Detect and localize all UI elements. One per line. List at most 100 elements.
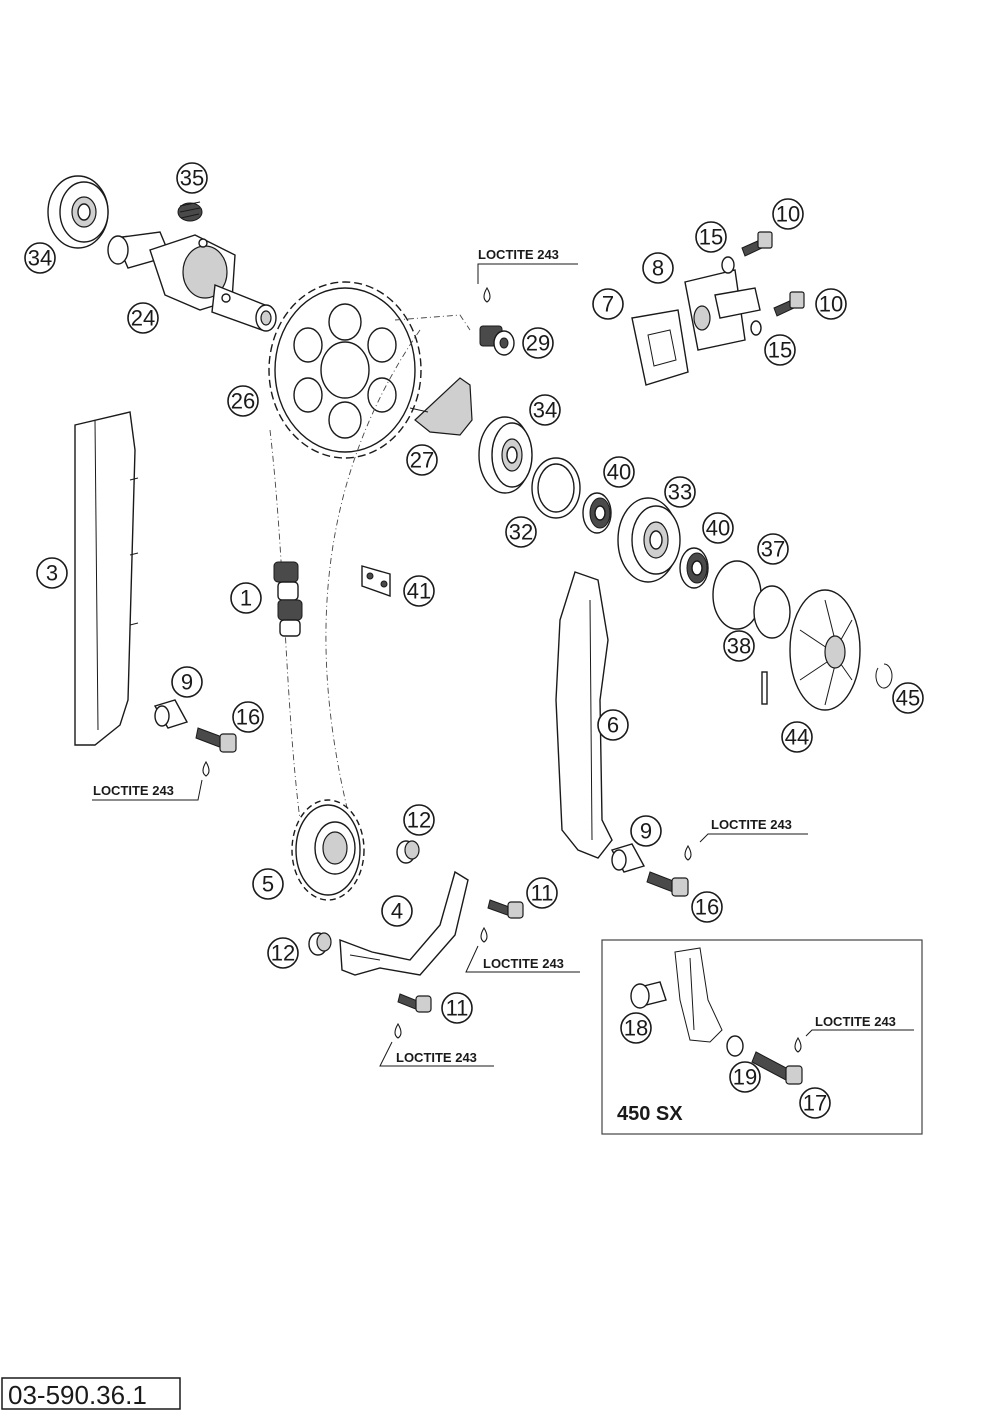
callout-35: 35 (176, 162, 208, 194)
loctite-label-2: LOCTITE 243 (93, 783, 174, 798)
callout-7: 7 (592, 288, 624, 320)
svg-text:32: 32 (509, 520, 533, 545)
callout-8: 8 (642, 252, 674, 284)
svg-text:12: 12 (407, 808, 431, 833)
screw-11-lower (397, 993, 432, 1013)
svg-text:24: 24 (131, 306, 155, 331)
pin-44 (761, 671, 768, 705)
crankshaft-sprocket-5 (291, 799, 365, 901)
chain-lock-41 (361, 565, 391, 597)
document-number-box (1, 1377, 181, 1410)
svg-text:1: 1 (240, 586, 252, 611)
svg-text:29: 29 (526, 331, 550, 356)
variant-rail-outline (674, 947, 723, 1043)
callout-26: 26 (227, 385, 259, 417)
callout-32: 32 (505, 516, 537, 548)
svg-text:12: 12 (271, 941, 295, 966)
screw-10-top (741, 231, 773, 257)
svg-text:26: 26 (231, 389, 255, 414)
callout-18: 18 (620, 1012, 652, 1044)
bearing-34-middle (478, 416, 533, 494)
svg-text:44: 44 (785, 725, 809, 750)
svg-text:7: 7 (602, 292, 614, 317)
callout-33: 33 (664, 476, 696, 508)
callout-38: 38 (723, 630, 755, 662)
timing-chain-path-right (325, 329, 421, 821)
callout-40-first: 40 (603, 456, 635, 488)
loctite-label-4: LOCTITE 243 (483, 956, 564, 971)
callout-16-left: 16 (232, 701, 264, 733)
spring-35 (177, 201, 203, 222)
svg-text:16: 16 (236, 705, 260, 730)
loctite-label-6: LOCTITE 243 (815, 1014, 896, 1029)
callout-9-right: 9 (630, 815, 662, 847)
svg-text:10: 10 (776, 202, 800, 227)
callout-10-top: 10 (772, 198, 804, 230)
svg-text:19: 19 (733, 1065, 757, 1090)
svg-text:15: 15 (768, 338, 792, 363)
rocker-part-27 (409, 377, 473, 436)
svg-text:4: 4 (391, 899, 403, 924)
svg-text:35: 35 (180, 166, 204, 191)
o-ring-37 (712, 560, 762, 630)
svg-text:15: 15 (699, 225, 723, 250)
callout-44: 44 (781, 721, 813, 753)
svg-text:11: 11 (531, 881, 554, 906)
variant-450sx-box (601, 939, 923, 1135)
svg-text:8: 8 (652, 256, 664, 281)
loctite-leader-1 (477, 263, 578, 284)
svg-text:5: 5 (262, 872, 274, 897)
svg-text:18: 18 (624, 1016, 648, 1041)
callout-12-top: 12 (403, 804, 435, 836)
timing-chain-1 (273, 561, 303, 637)
loctite-leader-2 (92, 779, 203, 801)
svg-text:34: 34 (533, 398, 557, 423)
washer-19 (726, 1035, 744, 1057)
callout-24: 24 (127, 302, 159, 334)
loctite-label-3: LOCTITE 243 (711, 817, 792, 832)
chain-tensioner-8 (684, 269, 761, 351)
callout-3: 3 (36, 557, 68, 589)
svg-text:3: 3 (46, 561, 58, 586)
callout-12-bottom: 12 (267, 937, 299, 969)
svg-text:40: 40 (706, 516, 730, 541)
loctite-drop-5 (394, 1022, 402, 1039)
bolt-16-right (646, 871, 689, 897)
camshaft-sprocket-26 (268, 281, 422, 459)
bolt-17 (751, 1051, 803, 1085)
bearing-40-first (582, 492, 612, 534)
callout-11-upper: 11 (526, 877, 558, 909)
callout-16-right: 16 (691, 891, 723, 923)
gasket-7 (631, 309, 689, 386)
loctite-drop-1 (483, 286, 491, 303)
document-number: 03-590.36.1 (8, 1380, 147, 1410)
loctite-label-1: LOCTITE 243 (478, 247, 559, 262)
water-pump-impeller-44 (789, 589, 861, 711)
svg-text:17: 17 (803, 1091, 827, 1116)
callout-45: 45 (892, 682, 924, 714)
tensioner-rail-6 (555, 571, 613, 859)
loctite-leader-4 (465, 945, 580, 973)
svg-text:11: 11 (446, 996, 469, 1021)
callout-34-top: 34 (24, 242, 56, 274)
callout-37: 37 (757, 533, 789, 565)
loctite-label-5: LOCTITE 243 (396, 1050, 477, 1065)
callout-40-second: 40 (702, 512, 734, 544)
callout-17: 17 (799, 1087, 831, 1119)
bushing-12-bottom (308, 932, 332, 956)
loctite-drop-6 (794, 1036, 802, 1053)
bearing-40-second (679, 547, 709, 589)
bushing-18 (630, 981, 667, 1009)
svg-text:45: 45 (896, 686, 920, 711)
shim-32 (531, 457, 581, 519)
loctite-drop-3 (684, 844, 692, 861)
svg-text:10: 10 (819, 292, 843, 317)
callout-4: 4 (381, 895, 413, 927)
washer-15-bottom (750, 320, 762, 336)
svg-text:34: 34 (28, 246, 52, 271)
variant-label: 450 SX (617, 1103, 683, 1125)
bushing-9-left (153, 699, 189, 729)
callout-34-middle: 34 (529, 394, 561, 426)
